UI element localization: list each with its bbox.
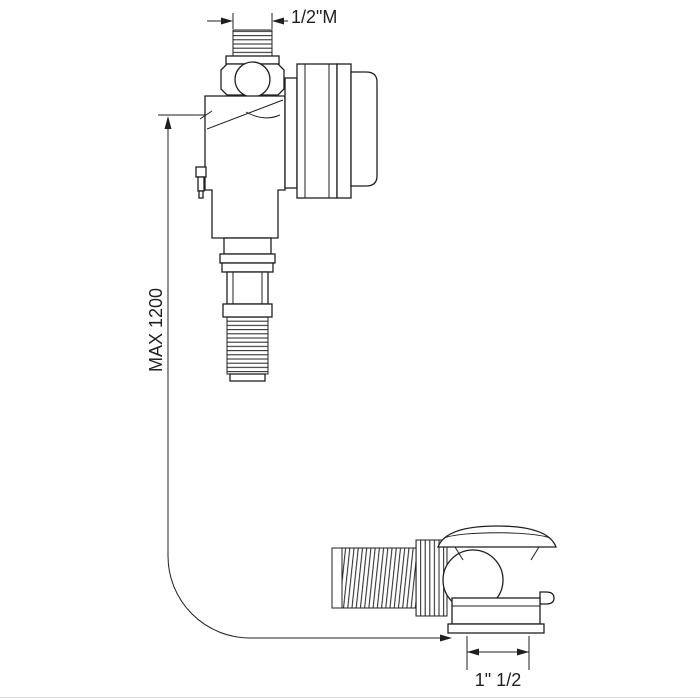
waste-thread-dimension: 1" 1/2 — [466, 636, 530, 690]
pop-up-plug-cap — [437, 525, 557, 561]
hose-connector-stack — [219, 237, 276, 318]
flexible-hose-section — [226, 316, 269, 382]
threaded-inlet-nipple — [225, 29, 280, 65]
hex-nut — [220, 61, 285, 98]
valve-body — [204, 95, 286, 239]
bleed-valve-fitting — [195, 166, 207, 199]
inlet-thread-label: 1/2"M — [291, 7, 337, 27]
waste-tailpiece-thread — [331, 547, 417, 609]
hose-max-length-label: MAX 1200 — [146, 288, 166, 372]
waste-thread-label: 1" 1/2 — [475, 670, 521, 690]
overflow-cap-knob — [284, 63, 378, 199]
waste-coupling-nut — [415, 539, 448, 617]
hose-length-dimension: MAX 1200 — [146, 110, 452, 642]
waste-skirt — [447, 597, 545, 634]
inlet-thread-dimension: 1/2"M — [207, 7, 337, 29]
overflow-pin — [539, 591, 555, 605]
page-bottom-divider — [0, 697, 700, 698]
